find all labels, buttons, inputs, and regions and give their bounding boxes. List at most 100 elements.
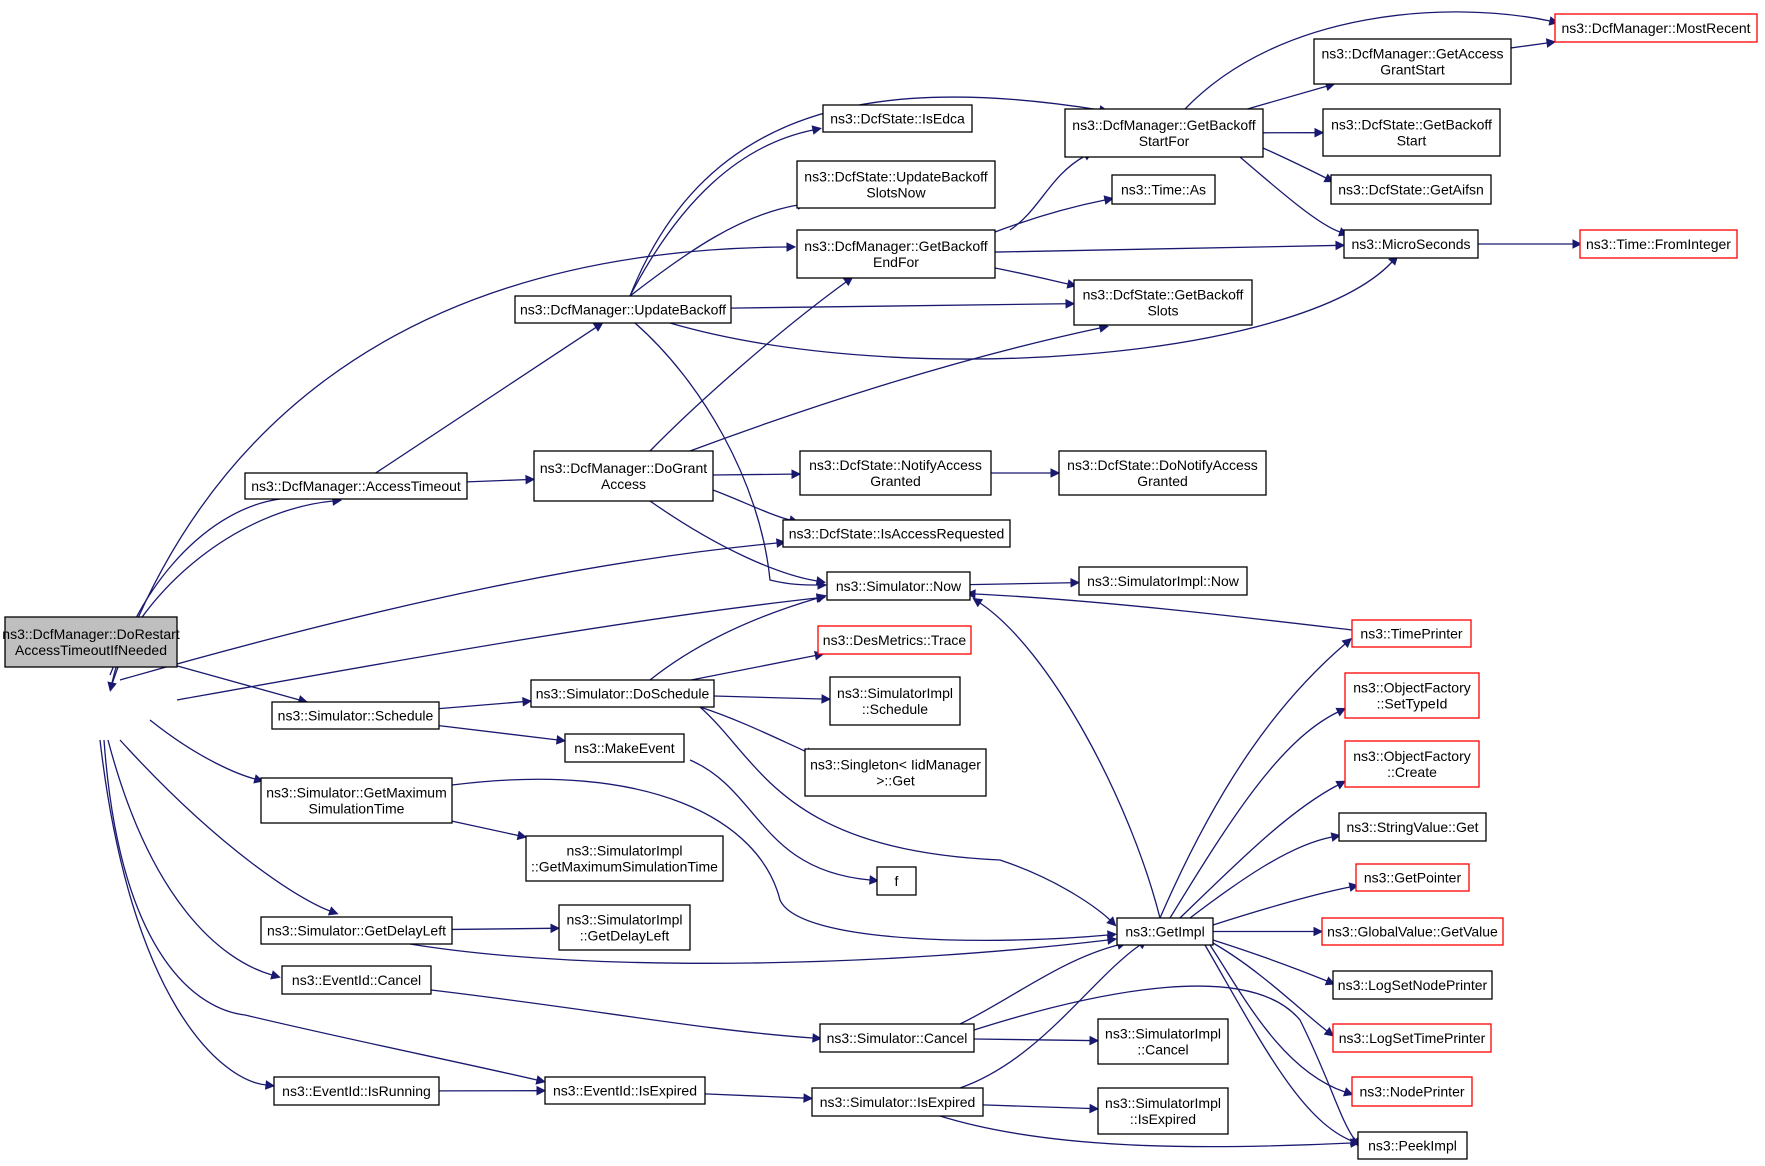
node-label: ns3::SimulatorImpl — [837, 685, 953, 701]
node-label: ns3::DcfManager::GetBackoff — [1072, 117, 1255, 133]
node-isAccessRequested[interactable]: ns3::DcfState::IsAccessRequested — [782, 519, 1011, 548]
node-label: Granted — [870, 473, 921, 489]
node-label: ns3::ObjectFactory — [1353, 680, 1471, 696]
edge-root-to-isAccessRequested — [119, 538, 787, 681]
node-label: ns3::SimulatorImpl — [567, 912, 683, 928]
edge-notifyAccessGranted-to-doNotifyAccessGranted — [991, 468, 1061, 478]
node-label: GrantStart — [1380, 62, 1445, 78]
edge-root-to-eventIdIsRunning — [99, 739, 276, 1090]
node-getAifsn[interactable]: ns3::DcfState::GetAifsn — [1330, 174, 1492, 205]
edge-getImpl-to-nodePrinter — [1209, 944, 1354, 1097]
node-getDelayLeft[interactable]: ns3::Simulator::GetDelayLeft — [260, 916, 453, 945]
node-accessTimeout[interactable]: ns3::DcfManager::AccessTimeout — [244, 472, 468, 500]
node-label: ns3::SimulatorImpl — [1105, 1095, 1221, 1111]
node-timePrinter[interactable]: ns3::TimePrinter — [1351, 619, 1472, 648]
node-label: Start — [1397, 133, 1427, 149]
edge-simulatorNow-to-simImplNow — [969, 577, 1081, 588]
node-simIsExpired[interactable]: ns3::Simulator::IsExpired — [811, 1087, 984, 1117]
edge-getImpl-to-peekImpl — [1204, 944, 1361, 1146]
node-getMaxSimTime[interactable]: ns3::Simulator::GetMaximumSimulationTime — [260, 777, 453, 824]
node-desMetricsTrace[interactable]: ns3::DesMetrics::Trace — [817, 625, 972, 655]
node-label: ns3::SimulatorImpl — [1105, 1026, 1221, 1042]
node-label: ns3::NodePrinter — [1359, 1084, 1464, 1100]
node-objFactorySetTypeId[interactable]: ns3::ObjectFactory::SetTypeId — [1344, 672, 1480, 719]
node-simImplIsExpired[interactable]: ns3::SimulatorImpl::IsExpired — [1097, 1087, 1229, 1135]
node-root[interactable]: ns3::DcfManager::DoRestartAccessTimeoutI… — [2, 616, 180, 668]
node-label: ns3::MakeEvent — [574, 740, 674, 756]
node-simImplGetDelayLeft[interactable]: ns3::SimulatorImpl::GetDelayLeft — [558, 904, 691, 951]
node-label: ns3::DcfState::IsEdca — [830, 111, 965, 127]
node-label: ns3::LogSetTimePrinter — [1339, 1030, 1486, 1046]
node-eventIdCancel[interactable]: ns3::EventId::Cancel — [281, 965, 432, 995]
node-label: ns3::DcfState::NotifyAccess — [809, 457, 982, 473]
edge-getImpl-to-globalValueGetValue — [1213, 926, 1324, 937]
node-label: ::SetTypeId — [1377, 696, 1448, 712]
node-label: ns3::Simulator::GetMaximum — [266, 785, 447, 801]
node-getPointer[interactable]: ns3::GetPointer — [1355, 863, 1470, 892]
edge-doSchedule-to-simulatorNow — [649, 593, 827, 681]
edge-getBackoffStartFor-to-getBackoffStart — [1262, 127, 1325, 138]
node-simSchedule[interactable]: ns3::Simulator::Schedule — [271, 701, 440, 730]
edge-timePrinter-to-simulatorNow — [965, 589, 1353, 631]
node-simImplGetMax[interactable]: ns3::SimulatorImpl::GetMaximumSimulation… — [525, 835, 724, 882]
node-doSchedule[interactable]: ns3::Simulator::DoSchedule — [530, 679, 715, 708]
edge-makeEvent-to-f — [689, 759, 880, 885]
node-logSetNodePrinter[interactable]: ns3::LogSetNodePrinter — [1332, 970, 1493, 1000]
edge-simCancel-to-simImplCancel — [973, 1035, 1100, 1046]
edge-getBackoffStartFor-to-getAccessGrantStart — [1247, 81, 1336, 110]
node-label: ns3::EventId::IsRunning — [282, 1083, 431, 1099]
node-objFactoryCreate[interactable]: ns3::ObjectFactory::Create — [1344, 740, 1480, 788]
node-simImplCancel[interactable]: ns3::SimulatorImpl::Cancel — [1097, 1018, 1229, 1065]
node-simulatorNow[interactable]: ns3::Simulator::Now — [826, 571, 971, 601]
node-fromInteger[interactable]: ns3::Time::FromInteger — [1579, 229, 1738, 259]
node-mostRecent[interactable]: ns3::DcfManager::MostRecent — [1554, 13, 1758, 43]
node-label: ns3::PeekImpl — [1368, 1138, 1457, 1154]
edge-simSchedule-to-doSchedule — [438, 696, 533, 710]
node-label: ns3::DcfState::DoNotifyAccess — [1067, 457, 1258, 473]
node-label: ns3::DcfManager::UpdateBackoff — [520, 302, 726, 318]
node-timeAs[interactable]: ns3::Time::As — [1111, 174, 1216, 205]
edge-getImpl-to-stringValueGet — [1189, 832, 1341, 919]
node-label: Access — [601, 476, 646, 492]
node-label: ns3::ObjectFactory — [1353, 748, 1471, 764]
edge-doSchedule-to-getImpl — [699, 706, 1117, 927]
edge-getBackoffEndFor-to-microSeconds — [994, 240, 1346, 253]
node-isEdca[interactable]: ns3::DcfState::IsEdca — [822, 104, 973, 133]
node-makeEvent[interactable]: ns3::MakeEvent — [564, 733, 685, 763]
edge-doSchedule-to-simImplSchedule — [713, 694, 832, 704]
edge-doSchedule-to-desMetricsTrace — [691, 650, 825, 681]
node-singletonGet[interactable]: ns3::Singleton< IidManager>::Get — [804, 748, 987, 797]
node-label: ns3::GetImpl — [1125, 924, 1204, 940]
node-globalValueGetValue[interactable]: ns3::GlobalValue::GetValue — [1321, 917, 1504, 946]
edge-eventIdCancel-to-simCancel — [430, 989, 823, 1043]
node-eventIdIsExpired[interactable]: ns3::EventId::IsExpired — [544, 1076, 706, 1105]
node-peekImpl[interactable]: ns3::PeekImpl — [1357, 1131, 1468, 1160]
node-label: Slots — [1147, 303, 1178, 319]
node-eventIdIsRunning[interactable]: ns3::EventId::IsRunning — [273, 1076, 440, 1106]
edge-root-to-eventIdCancel — [107, 739, 281, 980]
node-microSeconds[interactable]: ns3::MicroSeconds — [1343, 229, 1479, 259]
edge-doGrantAccess-to-simulatorNow — [649, 500, 827, 586]
node-simImplSchedule[interactable]: ns3::SimulatorImpl::Schedule — [829, 676, 961, 726]
node-stringValueGet[interactable]: ns3::StringValue::Get — [1338, 812, 1487, 842]
node-label: ns3::TimePrinter — [1360, 626, 1463, 642]
node-simImplNow[interactable]: ns3::SimulatorImpl::Now — [1078, 566, 1248, 596]
edge-doSchedule-to-singletonGet — [699, 706, 816, 757]
node-simCancel[interactable]: ns3::Simulator::Cancel — [819, 1023, 975, 1053]
node-getImpl[interactable]: ns3::GetImpl — [1116, 917, 1214, 946]
node-updateBackoff[interactable]: ns3::DcfManager::UpdateBackoff — [514, 295, 732, 324]
node-logSetTimePrinter[interactable]: ns3::LogSetTimePrinter — [1332, 1023, 1492, 1053]
edge-root-to-eventIdIsExpired — [103, 739, 546, 1085]
node-f[interactable]: f — [876, 866, 917, 896]
node-nodePrinter[interactable]: ns3::NodePrinter — [1351, 1076, 1473, 1107]
